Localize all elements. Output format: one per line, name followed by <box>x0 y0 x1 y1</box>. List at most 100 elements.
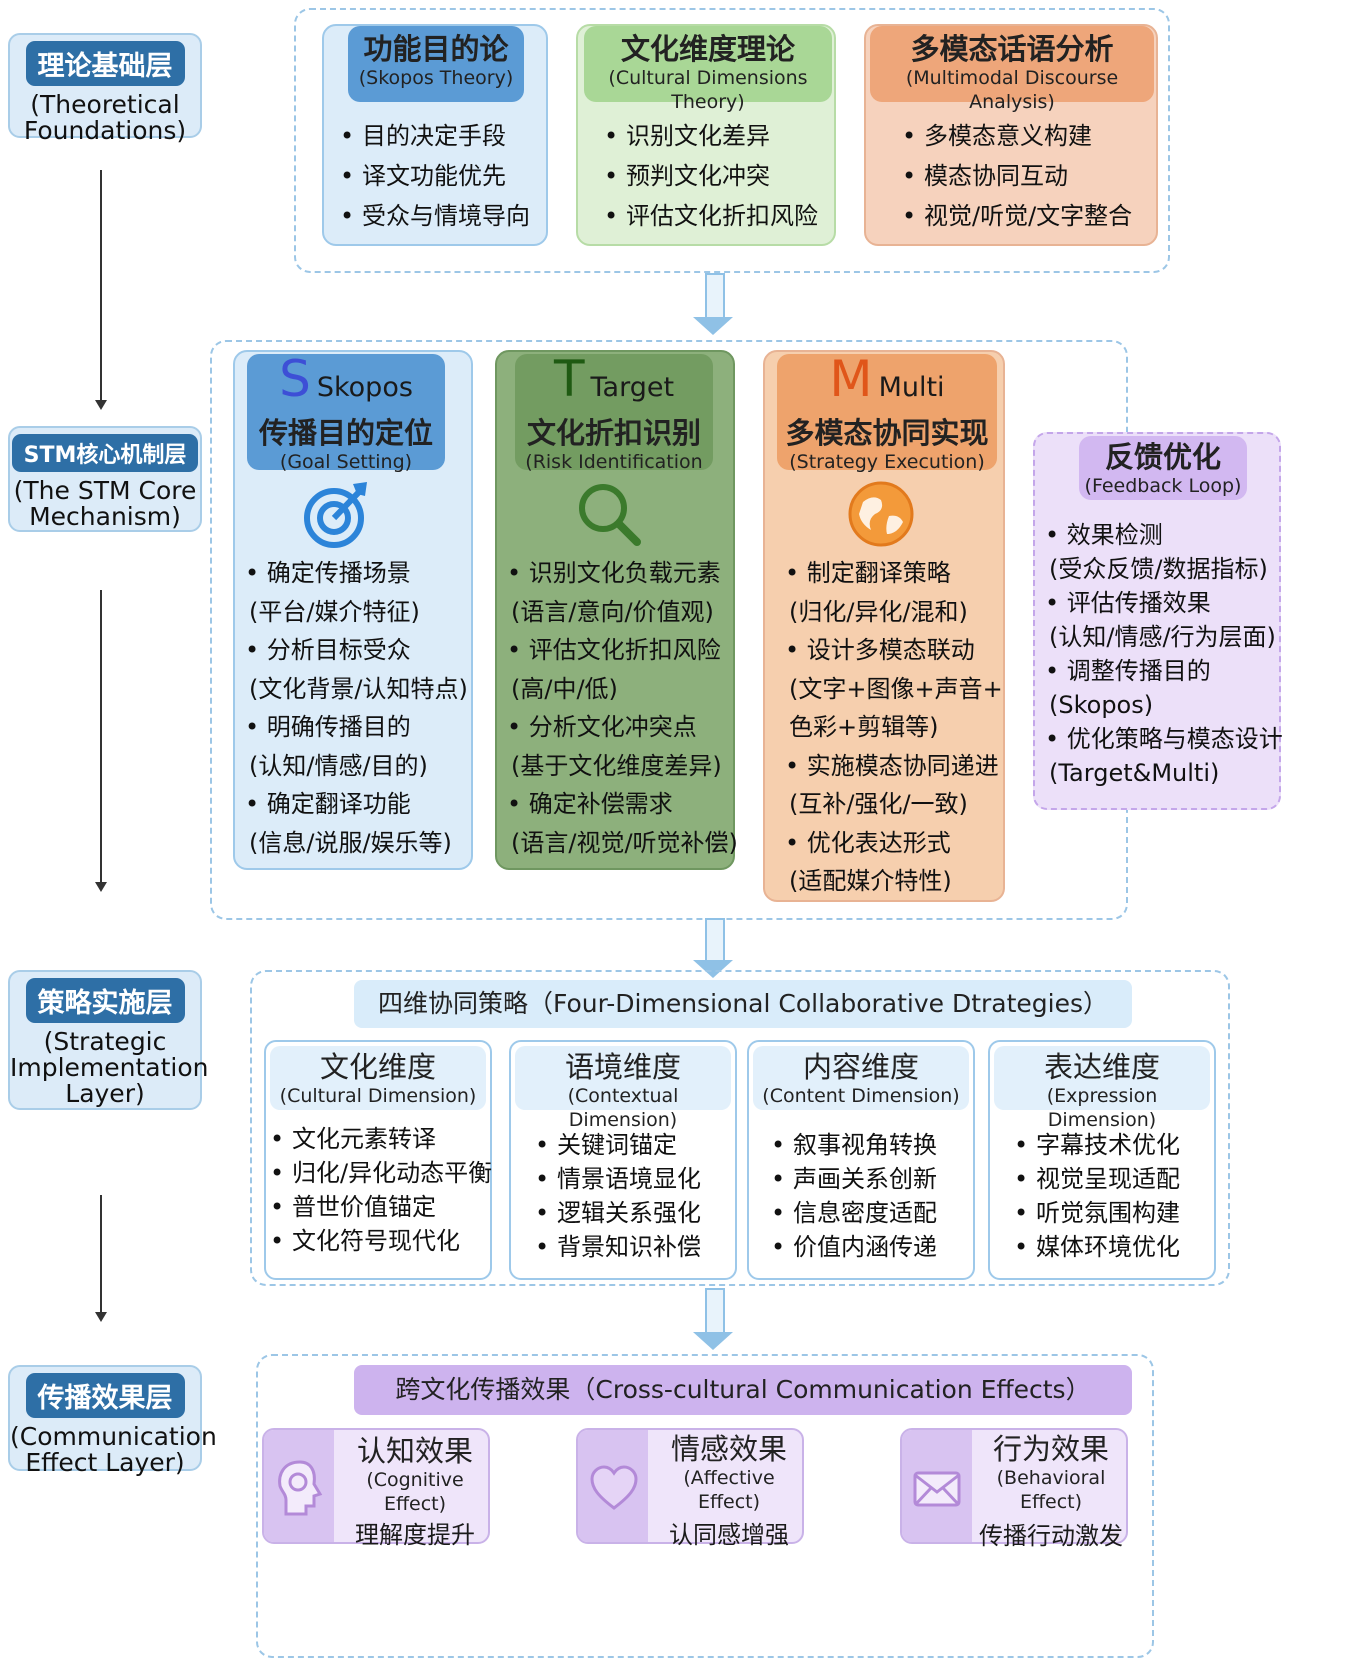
theory-header: 功能目的论 (Skopos Theory) <box>348 26 524 102</box>
bullet-detail: (文化背景/认知特点) <box>249 674 468 703</box>
stm-subtitle: (Strategy Execution) <box>789 451 985 473</box>
flow-arrow <box>693 273 733 335</box>
theory-header: 多模态话语分析 (Multimodal Discourse Analysis) <box>870 26 1154 113</box>
dimension-subtitle: (Cultural Dimension) <box>279 1085 477 1107</box>
bullet-point: • 评估传播效果 <box>1045 589 1211 617</box>
list-item: 逻辑关系强化 <box>533 1196 735 1230</box>
theory-title: 多模态话语分析 <box>910 32 1114 66</box>
bullet-detail: (Skopos) <box>1049 691 1154 719</box>
down-arrow <box>95 1195 107 1322</box>
list-item: 视觉呈现适配 <box>1012 1162 1214 1196</box>
layer-subtitle: Implementation <box>10 1053 209 1082</box>
effect-name: 行为效果 <box>992 1432 1109 1466</box>
bullet-detail: (归化/异化/混和) <box>789 597 968 626</box>
bullet-point: • 效果检测 <box>1045 521 1163 549</box>
list-item: 听觉氛围构建 <box>1012 1196 1214 1230</box>
dimension-subtitle: (Content Dimension) <box>762 1085 960 1107</box>
target-icon <box>304 482 367 548</box>
theory-subtitle: (Cultural Dimensions Theory) <box>608 67 808 113</box>
stm-lines: • 制定翻译策略 (归化/异化/混和) • 设计多模态联动 (文字+图像+声音+ 色彩+… <box>781 554 1003 901</box>
strategy-title-bar: 四维协同策略（Four-Dimensional Collaborative Dt… <box>354 980 1132 1028</box>
bullet-detail: (认知/情感/目的) <box>249 751 428 780</box>
dimension-title: 内容维度 <box>802 1050 919 1084</box>
layer-title: 传播效果层 <box>25 1373 185 1418</box>
theoretical-frame <box>294 8 1170 273</box>
dimension-title: 文化维度 <box>319 1050 436 1084</box>
list-item: 受众与情境导向 <box>338 196 530 236</box>
theory-card-cultural: 文化维度理论 (Cultural Dimensions Theory) 识别文化… <box>576 24 836 246</box>
feedback-header: 反馈优化 (Feedback Loop) <box>1079 436 1247 500</box>
stm-title: 传播目的定位 <box>258 416 433 450</box>
effect-title-bar: 跨文化传播效果（Cross-cultural Communication Eff… <box>354 1365 1132 1415</box>
effect-name: 认知效果 <box>356 1434 473 1468</box>
theory-subtitle: (Skopos Theory) <box>358 67 514 89</box>
bullet-point: • 明确传播目的 <box>245 713 411 741</box>
dimension-title: 语境维度 <box>564 1050 681 1084</box>
dimension-header: 内容维度 (Content Dimension) <box>753 1046 969 1110</box>
bullet-point: • 分析文化冲突点 <box>507 713 697 741</box>
dimension-subtitle: (Expression Dimension) <box>1046 1085 1158 1131</box>
strategy-title: 四维协同策略（Four-Dimensional Collaborative Dt… <box>377 989 1109 1018</box>
list-item: 价值内涵传递 <box>769 1230 973 1264</box>
bullet-point: • 识别文化负载元素 <box>507 559 721 587</box>
theory-points: 目的决定手段 译文功能优先 受众与情境导向 <box>338 116 530 236</box>
effect-card-affective: 情感效果 (Affective Effect) 认同感增强 <box>576 1428 804 1549</box>
dimension-card-expression: 表达维度 (Expression Dimension) 字幕技术优化 视觉呈现适… <box>988 1040 1216 1280</box>
bullet-detail: 色彩+剪辑等) <box>789 713 939 741</box>
bullet-detail: (文字+图像+声音+ <box>789 674 1003 703</box>
bullet-detail: (信息/说服/娱乐等) <box>249 828 452 857</box>
list-item: 叙事视角转换 <box>769 1128 973 1162</box>
down-arrow <box>95 170 107 410</box>
list-item: 目的决定手段 <box>338 116 530 156</box>
bullet-detail: (认知/情感/行为层面) <box>1049 623 1276 651</box>
layer-subtitle: Mechanism) <box>29 502 181 531</box>
list-item: 文化元素转译 <box>268 1122 490 1156</box>
effect-desc: 传播行动激发 <box>979 1522 1123 1550</box>
brain-icon <box>278 1460 323 1516</box>
bullet-point: • 实施模态协同递进 <box>785 751 999 780</box>
stm-title: 文化折扣识别 <box>526 416 701 450</box>
stm-letter: M <box>829 350 873 408</box>
stm-name: Target <box>590 372 675 403</box>
layer-subtitle: (Strategic <box>43 1027 167 1056</box>
flow-arrow <box>693 918 733 978</box>
bullet-point: • 分析目标受众 <box>245 636 411 664</box>
bullet-point: • 优化策略与模态设计 <box>1045 725 1283 753</box>
list-item: 识别文化差异 <box>602 116 818 156</box>
layer-title: 策略实施层 <box>25 978 185 1023</box>
effect-subtitle: (Affective Effect) <box>683 1467 775 1513</box>
theory-header: 文化维度理论 (Cultural Dimensions Theory) <box>584 26 832 113</box>
bullet-detail: (高/中/低) <box>511 674 618 703</box>
dimension-points: 字幕技术优化 视觉呈现适配 听觉氛围构建 媒体环境优化 <box>990 1114 1214 1264</box>
layer-title: STM核心机制层 <box>11 434 199 472</box>
bullet-detail: (适配媒介特性) <box>789 867 952 895</box>
theory-card-skopos: 功能目的论 (Skopos Theory) 目的决定手段 译文功能优先 受众与情… <box>322 24 548 246</box>
bullet-point: • 制定翻译策略 <box>785 559 951 587</box>
bullet-detail: (互补/强化/一致) <box>789 790 968 818</box>
layer-subtitle: Foundations) <box>23 116 187 145</box>
stm-lines: • 确定传播场景(平台/媒介特征)• 分析目标受众(文化背景/认知特点)• 明确… <box>241 554 471 862</box>
magnifier-icon <box>579 484 641 546</box>
bullet-detail: (语言/意向/价值观) <box>511 597 714 626</box>
effect-frame <box>256 1354 1154 1658</box>
bullet-point: • 设计多模态联动 <box>785 636 975 664</box>
theory-subtitle: (Multimodal Discourse Analysis) <box>905 67 1119 113</box>
stm-subtitle: (Goal Setting) <box>279 451 413 473</box>
list-item: 文化符号现代化 <box>268 1224 490 1258</box>
globe-icon <box>848 481 914 547</box>
strategy-frame <box>250 970 1230 1286</box>
layer-subtitle: (Communication <box>10 1422 217 1451</box>
bullet-point: • 确定传播场景 <box>245 559 411 587</box>
stm-letter: S <box>279 350 311 408</box>
envelope-icon <box>913 1471 961 1507</box>
list-item: 媒体环境优化 <box>1012 1230 1214 1264</box>
bullet-point: • 调整传播目的 <box>1045 657 1211 685</box>
list-item: 多模态意义构建 <box>900 116 1132 156</box>
